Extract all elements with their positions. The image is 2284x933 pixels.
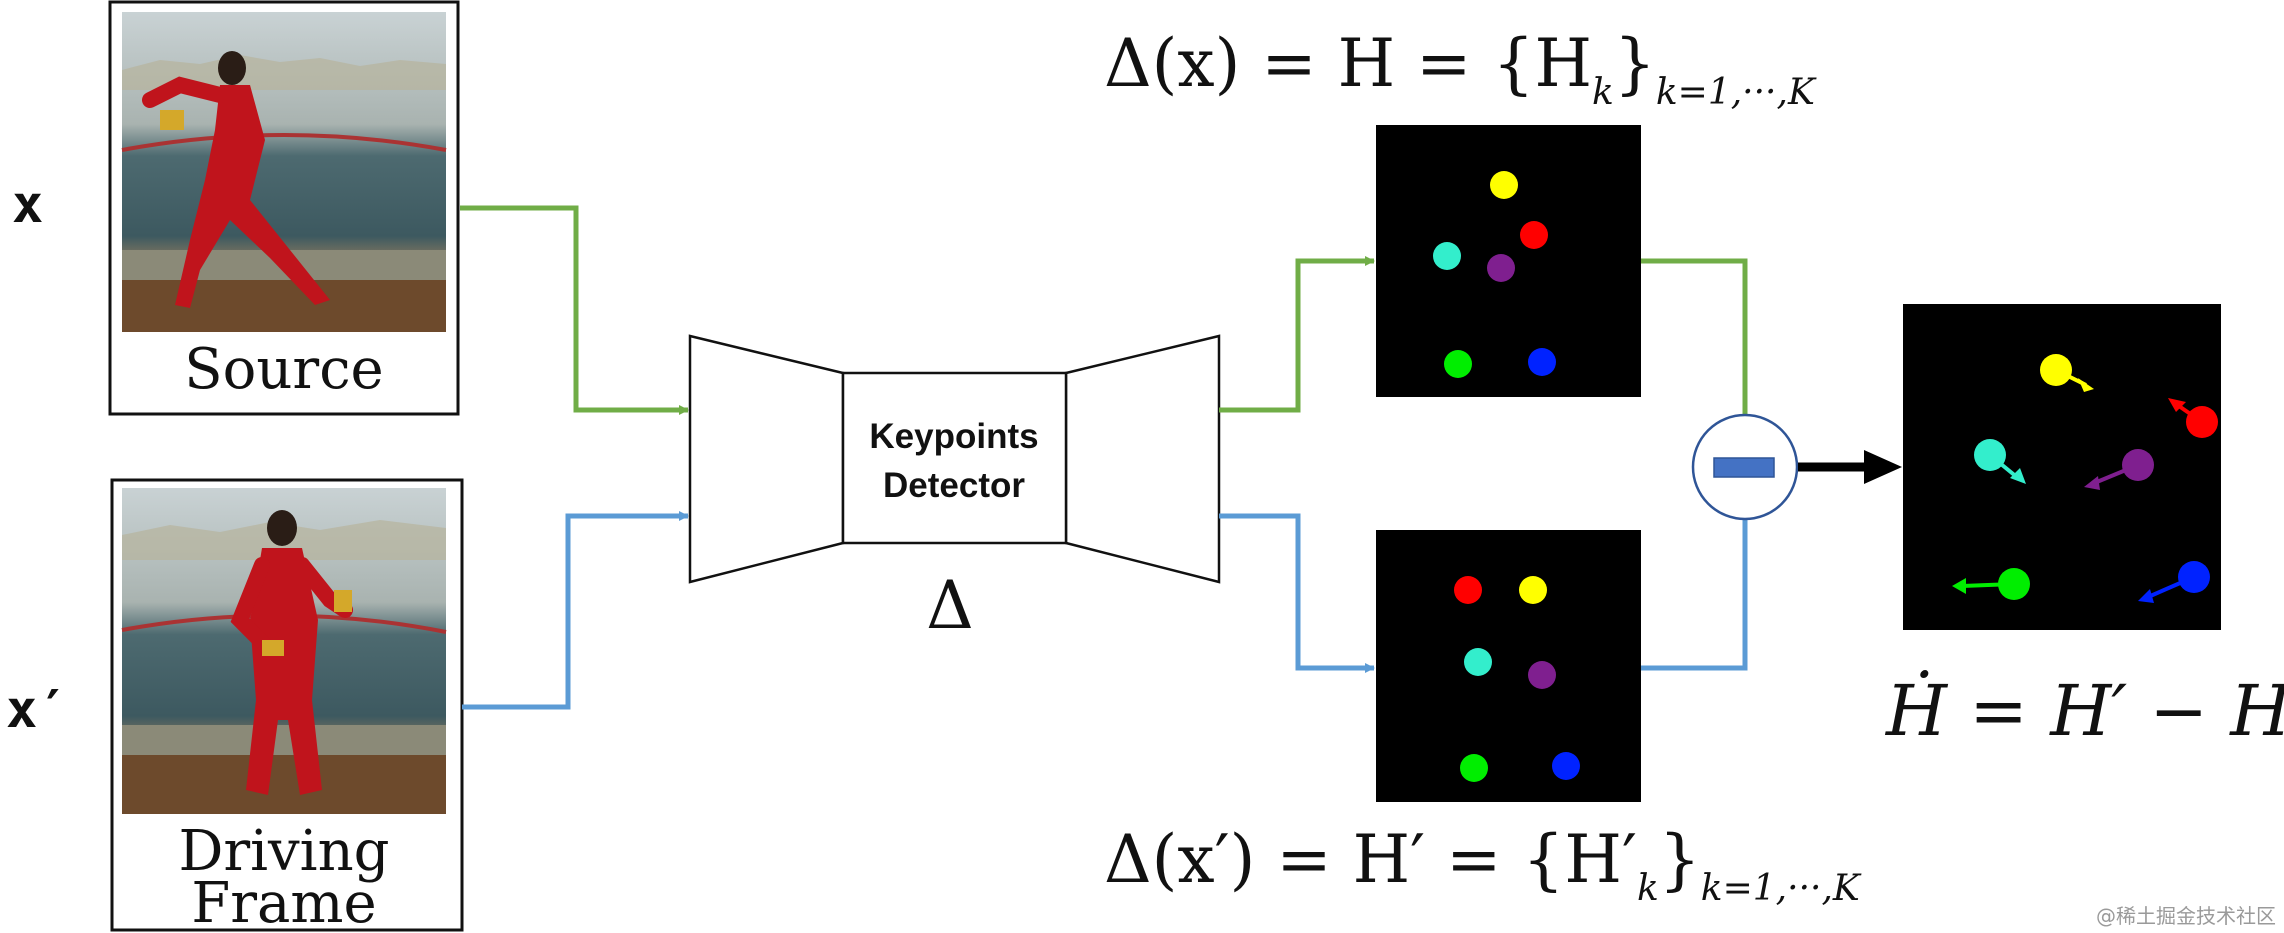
motion-keypoint-blue: [2178, 561, 2210, 593]
motion-keypoint-cyan: [1974, 439, 2006, 471]
motion-keypoint-red: [2186, 406, 2218, 438]
keypoint-yellow: [1490, 171, 1518, 199]
equation-top-main: Δ(x) = H = {H: [1104, 25, 1592, 102]
watermark: @稀土掘金技术社区: [2096, 904, 2276, 928]
driving-caption-line1: Driving: [178, 819, 389, 884]
keypoint-purple: [1487, 254, 1515, 282]
driving-photo: [121, 488, 447, 814]
driving-symbol: x′: [6, 680, 69, 740]
equation-bottom-main: Δ(x′) = H′ = {H′: [1104, 821, 1637, 898]
driving-keypoint-map: [1376, 530, 1641, 802]
source-symbol: x: [12, 175, 43, 235]
source-map-to-subtract-path: [1641, 258, 1748, 414]
equation-top-sub-k: k: [1592, 72, 1614, 113]
keypoint-purple: [1528, 661, 1556, 689]
motion-keypoint-map: [1903, 304, 2221, 630]
keypoint-cyan: [1433, 242, 1461, 270]
keypoint-red: [1520, 221, 1548, 249]
keypoint-green: [1460, 754, 1488, 782]
detector-to-driving-heatmap-path: [1219, 513, 1375, 673]
equation-bottom-sub-k: k: [1637, 868, 1659, 909]
equation-bottom-range: k=1,···,K: [1701, 868, 1862, 909]
driving-frame: Driving Frame: [110, 478, 464, 933]
equation-bottom: Δ(x′) = H′ = {H′k}k=1,···,K: [1104, 821, 1862, 909]
source-caption: Source: [184, 337, 383, 402]
detector-symbol: Δ: [926, 567, 974, 644]
driving-to-detector-path: [462, 511, 689, 710]
detector-label-line2: Detector: [883, 466, 1025, 505]
keypoint-green: [1444, 350, 1472, 378]
keypoint-blue: [1528, 348, 1556, 376]
keypoint-yellow: [1519, 576, 1547, 604]
result-arrowhead: [1864, 450, 1902, 484]
detector-label-line1: Keypoints: [869, 417, 1038, 456]
equation-result: Ḣ = H′ − H: [1884, 670, 2284, 752]
detector-to-source-heatmap-path: [1219, 256, 1375, 413]
source-photo: [121, 12, 447, 332]
keypoints-detector: Keypoints Detector Δ: [688, 334, 1221, 644]
keypoint-cyan: [1464, 648, 1492, 676]
source-frame: Source: [108, 0, 460, 416]
driving-caption-line2: Frame: [191, 871, 376, 933]
driving-map-to-subtract-path: [1641, 520, 1748, 671]
minus-icon: [1713, 457, 1775, 478]
motion-keypoint-purple: [2122, 449, 2154, 481]
subtract-operator: [1691, 413, 1799, 521]
motion-keypoint-green: [1998, 568, 2030, 600]
source-keypoint-map: [1376, 125, 1641, 397]
motion-keypoint-yellow: [2040, 354, 2072, 386]
equation-top-range: k=1,···,K: [1656, 72, 1817, 113]
equation-bottom-close: }: [1659, 821, 1701, 898]
source-to-detector-path: [460, 205, 689, 415]
keypoint-blue: [1552, 752, 1580, 780]
keypoint-red: [1454, 576, 1482, 604]
equation-top-close: }: [1614, 25, 1656, 102]
equation-top: Δ(x) = H = {Hk}k=1,···,K: [1104, 25, 1817, 113]
